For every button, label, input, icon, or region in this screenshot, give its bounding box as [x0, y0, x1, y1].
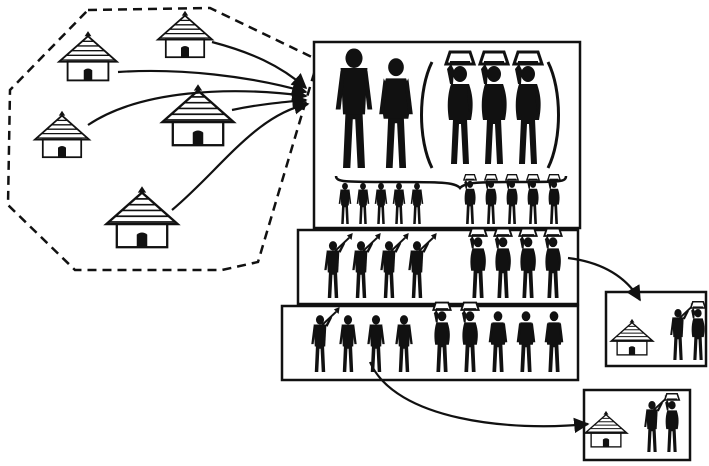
- man-with-hoe-figure: [670, 301, 696, 360]
- arrow-to-new-household-1: [567, 256, 641, 302]
- hut-icon: [32, 110, 92, 159]
- hut-icon: [583, 410, 629, 448]
- woman-figure: [544, 311, 564, 372]
- son-figure: [410, 182, 424, 224]
- new-household-2-members: [583, 392, 681, 452]
- woman-carrying-pot-figure: [663, 392, 681, 452]
- hut-icon: [103, 186, 181, 249]
- generation-row-1-box: [296, 228, 580, 306]
- generation-row-2-members: [311, 301, 564, 372]
- daughter-figure: [504, 174, 520, 224]
- arrow-hut-5: [171, 99, 310, 211]
- generation-row-1-members: [324, 227, 563, 298]
- woman-carrying-pot-figure: [689, 300, 707, 360]
- man-figure: [367, 315, 385, 372]
- wife-figure: [511, 50, 545, 164]
- woman-figure: [516, 311, 536, 372]
- village-huts: [32, 10, 237, 249]
- daughter-figure: [525, 174, 541, 224]
- son-figure: [374, 182, 388, 224]
- wife-figure: [477, 50, 511, 164]
- hut-icon: [56, 31, 120, 82]
- village-arrows: [87, 40, 310, 211]
- son-figure: [338, 182, 352, 224]
- wives-bracket-left: [420, 61, 434, 169]
- daughter-figure: [462, 174, 478, 224]
- son-figure: [392, 182, 406, 224]
- arrow-hut-3: [87, 86, 308, 126]
- man-figure: [339, 315, 357, 372]
- woman-figure: [468, 227, 488, 298]
- wife-figure: [443, 50, 477, 164]
- arrow-to-new-household-2: [368, 361, 590, 434]
- arrow-hut-2: [117, 69, 308, 96]
- generation-row-2-box: [280, 304, 580, 382]
- man-figure: [335, 48, 373, 168]
- woman-figure: [379, 58, 413, 168]
- children-brace: [334, 175, 568, 190]
- man-figure: [408, 233, 437, 298]
- woman-figure: [460, 301, 480, 372]
- household-members: [335, 48, 562, 224]
- hut-icon: [159, 84, 237, 147]
- new-household-1-members: [609, 300, 707, 360]
- daughter-figure: [546, 174, 562, 224]
- woman-figure: [432, 301, 452, 372]
- son-figure: [356, 182, 370, 224]
- man-figure: [324, 233, 353, 298]
- man-figure: [352, 233, 381, 298]
- woman-figure: [543, 227, 563, 298]
- man-figure: [380, 233, 409, 298]
- man-figure: [311, 307, 340, 372]
- hut-icon: [609, 318, 655, 356]
- woman-figure: [518, 227, 538, 298]
- woman-figure: [488, 311, 508, 372]
- wives-bracket-right: [546, 61, 560, 169]
- hut-icon: [155, 10, 215, 59]
- man-figure: [395, 315, 413, 372]
- woman-figure: [493, 227, 513, 298]
